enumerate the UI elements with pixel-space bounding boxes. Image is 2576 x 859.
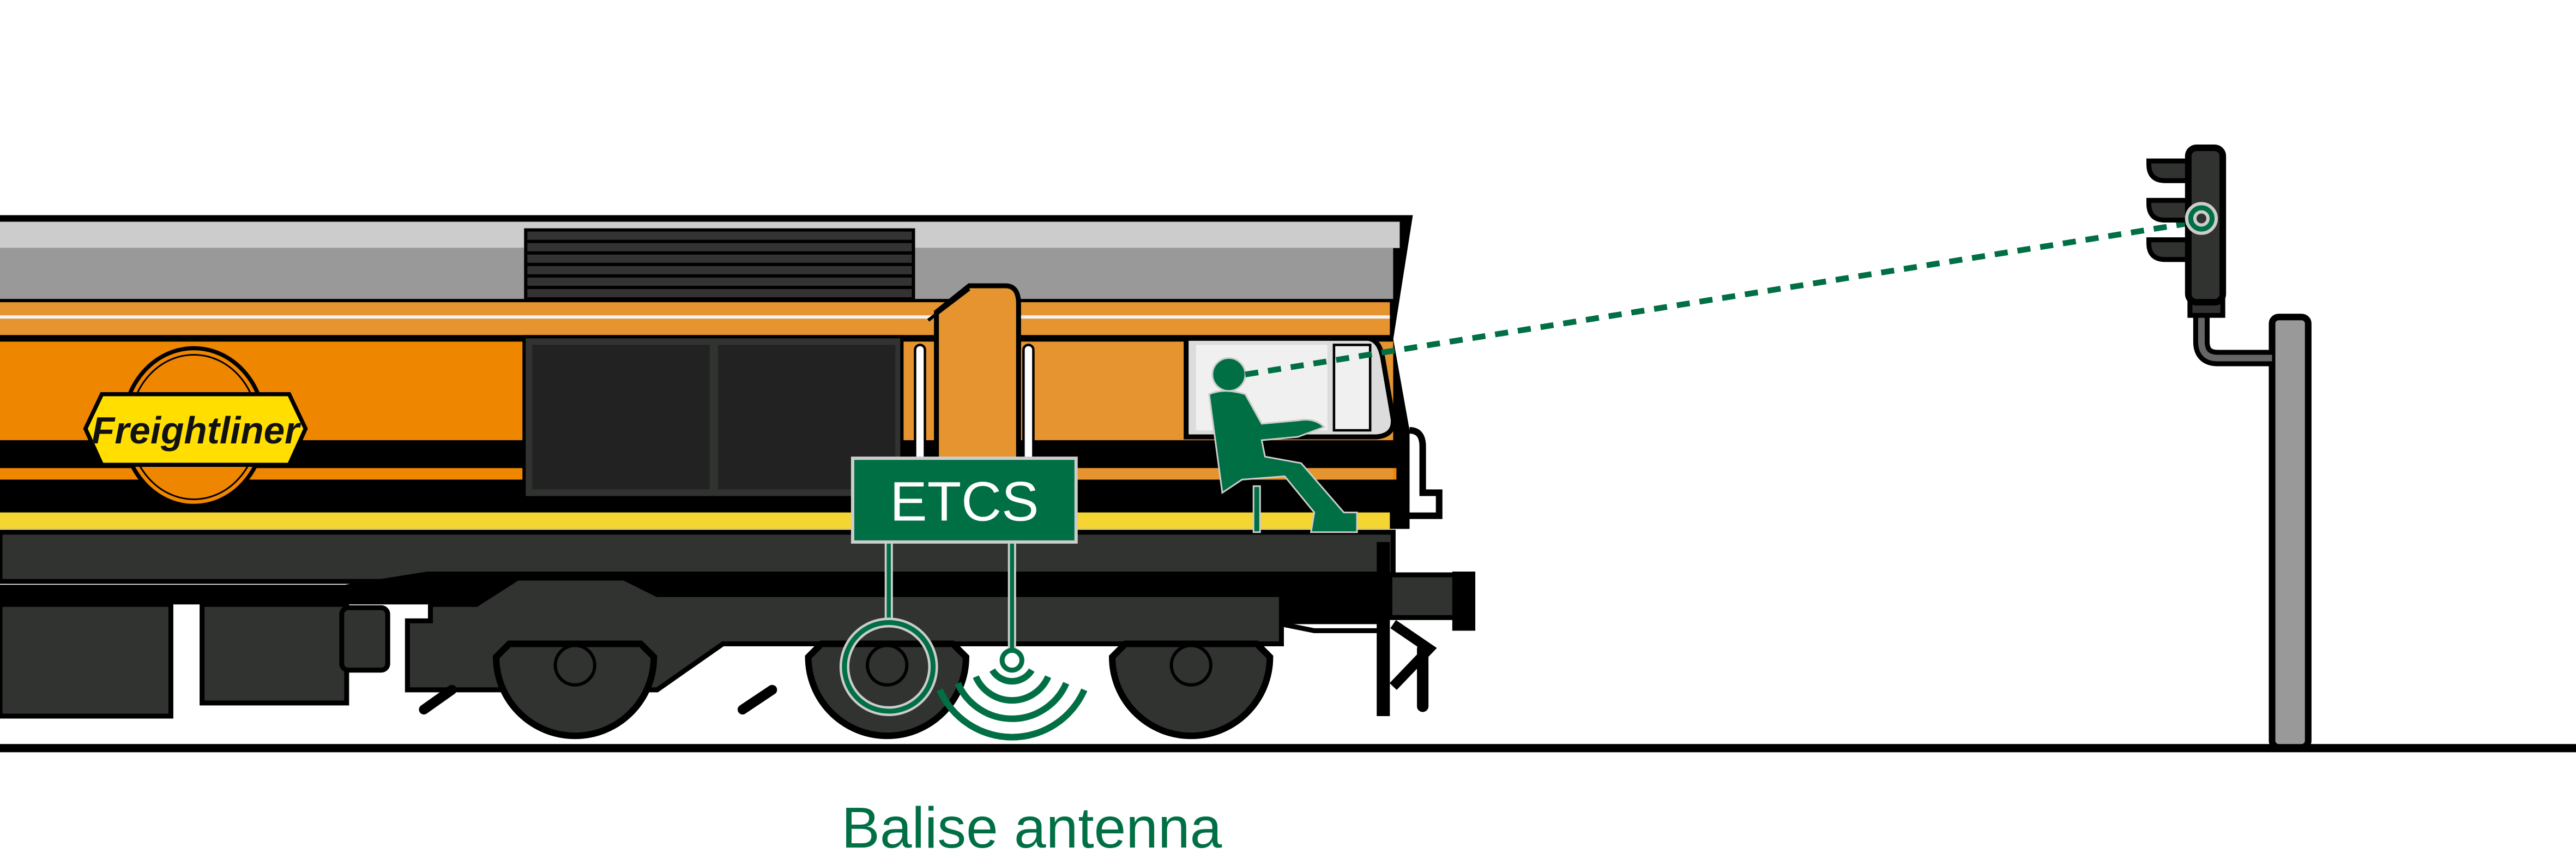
- wheel: [1109, 640, 1274, 740]
- wheel: [493, 640, 657, 740]
- side-grille: [522, 335, 904, 500]
- etcs-label: ETCS: [890, 470, 1039, 533]
- roof-grille: [524, 228, 915, 301]
- locomotive: Freightliner: [0, 215, 1476, 740]
- etcs-unit: ETCS: [850, 456, 1078, 652]
- balise-antenna-caption: Balise antenna: [842, 796, 1222, 859]
- handrail: [914, 344, 926, 465]
- cab-door: [934, 283, 1021, 487]
- freightliner-logo: Freightliner: [83, 346, 308, 508]
- logo-text: Freightliner: [92, 409, 301, 452]
- balise-antenna-icon: [839, 617, 1088, 741]
- driver-icon: [1208, 357, 1358, 533]
- rail-track: [0, 744, 2576, 753]
- signal-post: [2269, 314, 2312, 751]
- railway-signal: [2146, 145, 2312, 751]
- coupler: [1377, 542, 1476, 717]
- handrail: [1022, 344, 1035, 465]
